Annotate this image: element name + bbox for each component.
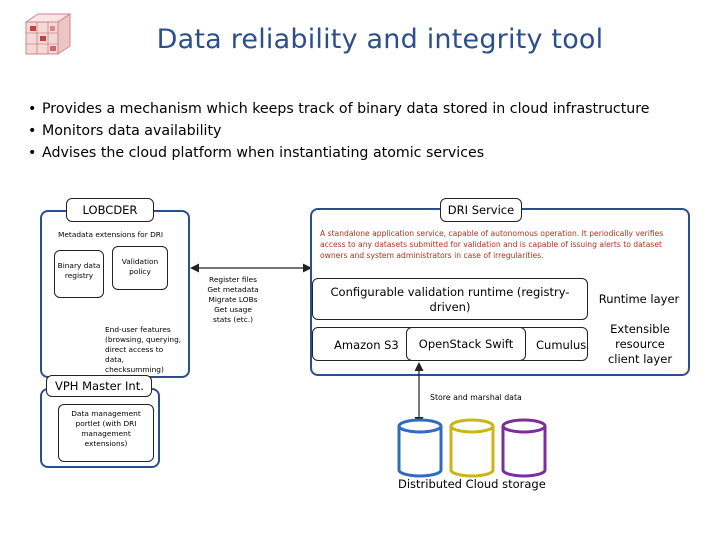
openstack-swift-box: OpenStack Swift bbox=[406, 327, 526, 361]
metadata-extensions-label: Metadata extensions for DRI bbox=[58, 230, 164, 239]
distributed-storage-label: Distributed Cloud storage bbox=[398, 477, 546, 491]
storage-cylinder-blue bbox=[397, 418, 443, 478]
validation-runtime-box: Configurable validation runtime (registr… bbox=[312, 278, 588, 320]
extensible-layer-label: Extensible resource client layer bbox=[607, 322, 673, 366]
lobcder-header: LOBCDER bbox=[66, 198, 154, 222]
bullet-item: •Advises the cloud platform when instant… bbox=[28, 145, 485, 161]
cumulus-label: Cumulus bbox=[536, 338, 587, 352]
vph-header: VPH Master Int. bbox=[46, 375, 152, 397]
end-user-features: End-user features (browsing, querying, d… bbox=[105, 325, 182, 374]
data-management-portlet: Data management portlet (with DRI manage… bbox=[58, 404, 154, 462]
binary-data-registry: Binary data registry bbox=[54, 250, 104, 298]
store-label: Store and marshal data bbox=[430, 393, 522, 402]
bullet-item: •Monitors data availability bbox=[28, 123, 222, 139]
runtime-layer-label: Runtime layer bbox=[598, 292, 680, 306]
dri-description: A standalone application service, capabl… bbox=[320, 229, 664, 260]
cloud-storage-cylinders bbox=[397, 418, 547, 478]
bullet-item: •Provides a mechanism which keeps track … bbox=[28, 101, 650, 117]
logo-icon bbox=[24, 13, 72, 55]
storage-cylinder-purple bbox=[501, 418, 547, 478]
amazon-s3-label: Amazon S3 bbox=[334, 338, 399, 352]
validation-policy: Validation policy bbox=[112, 246, 168, 290]
storage-cylinder-yellow bbox=[449, 418, 495, 478]
store-arrow bbox=[414, 362, 424, 426]
arrow-label: Register files Get metadata Migrate LOBs… bbox=[207, 275, 259, 324]
page-title: Data reliability and integrity tool bbox=[156, 24, 604, 55]
connection-arrow bbox=[190, 263, 312, 273]
dri-header: DRI Service bbox=[440, 198, 522, 222]
bullet-list: •Provides a mechanism which keeps track … bbox=[28, 98, 650, 164]
